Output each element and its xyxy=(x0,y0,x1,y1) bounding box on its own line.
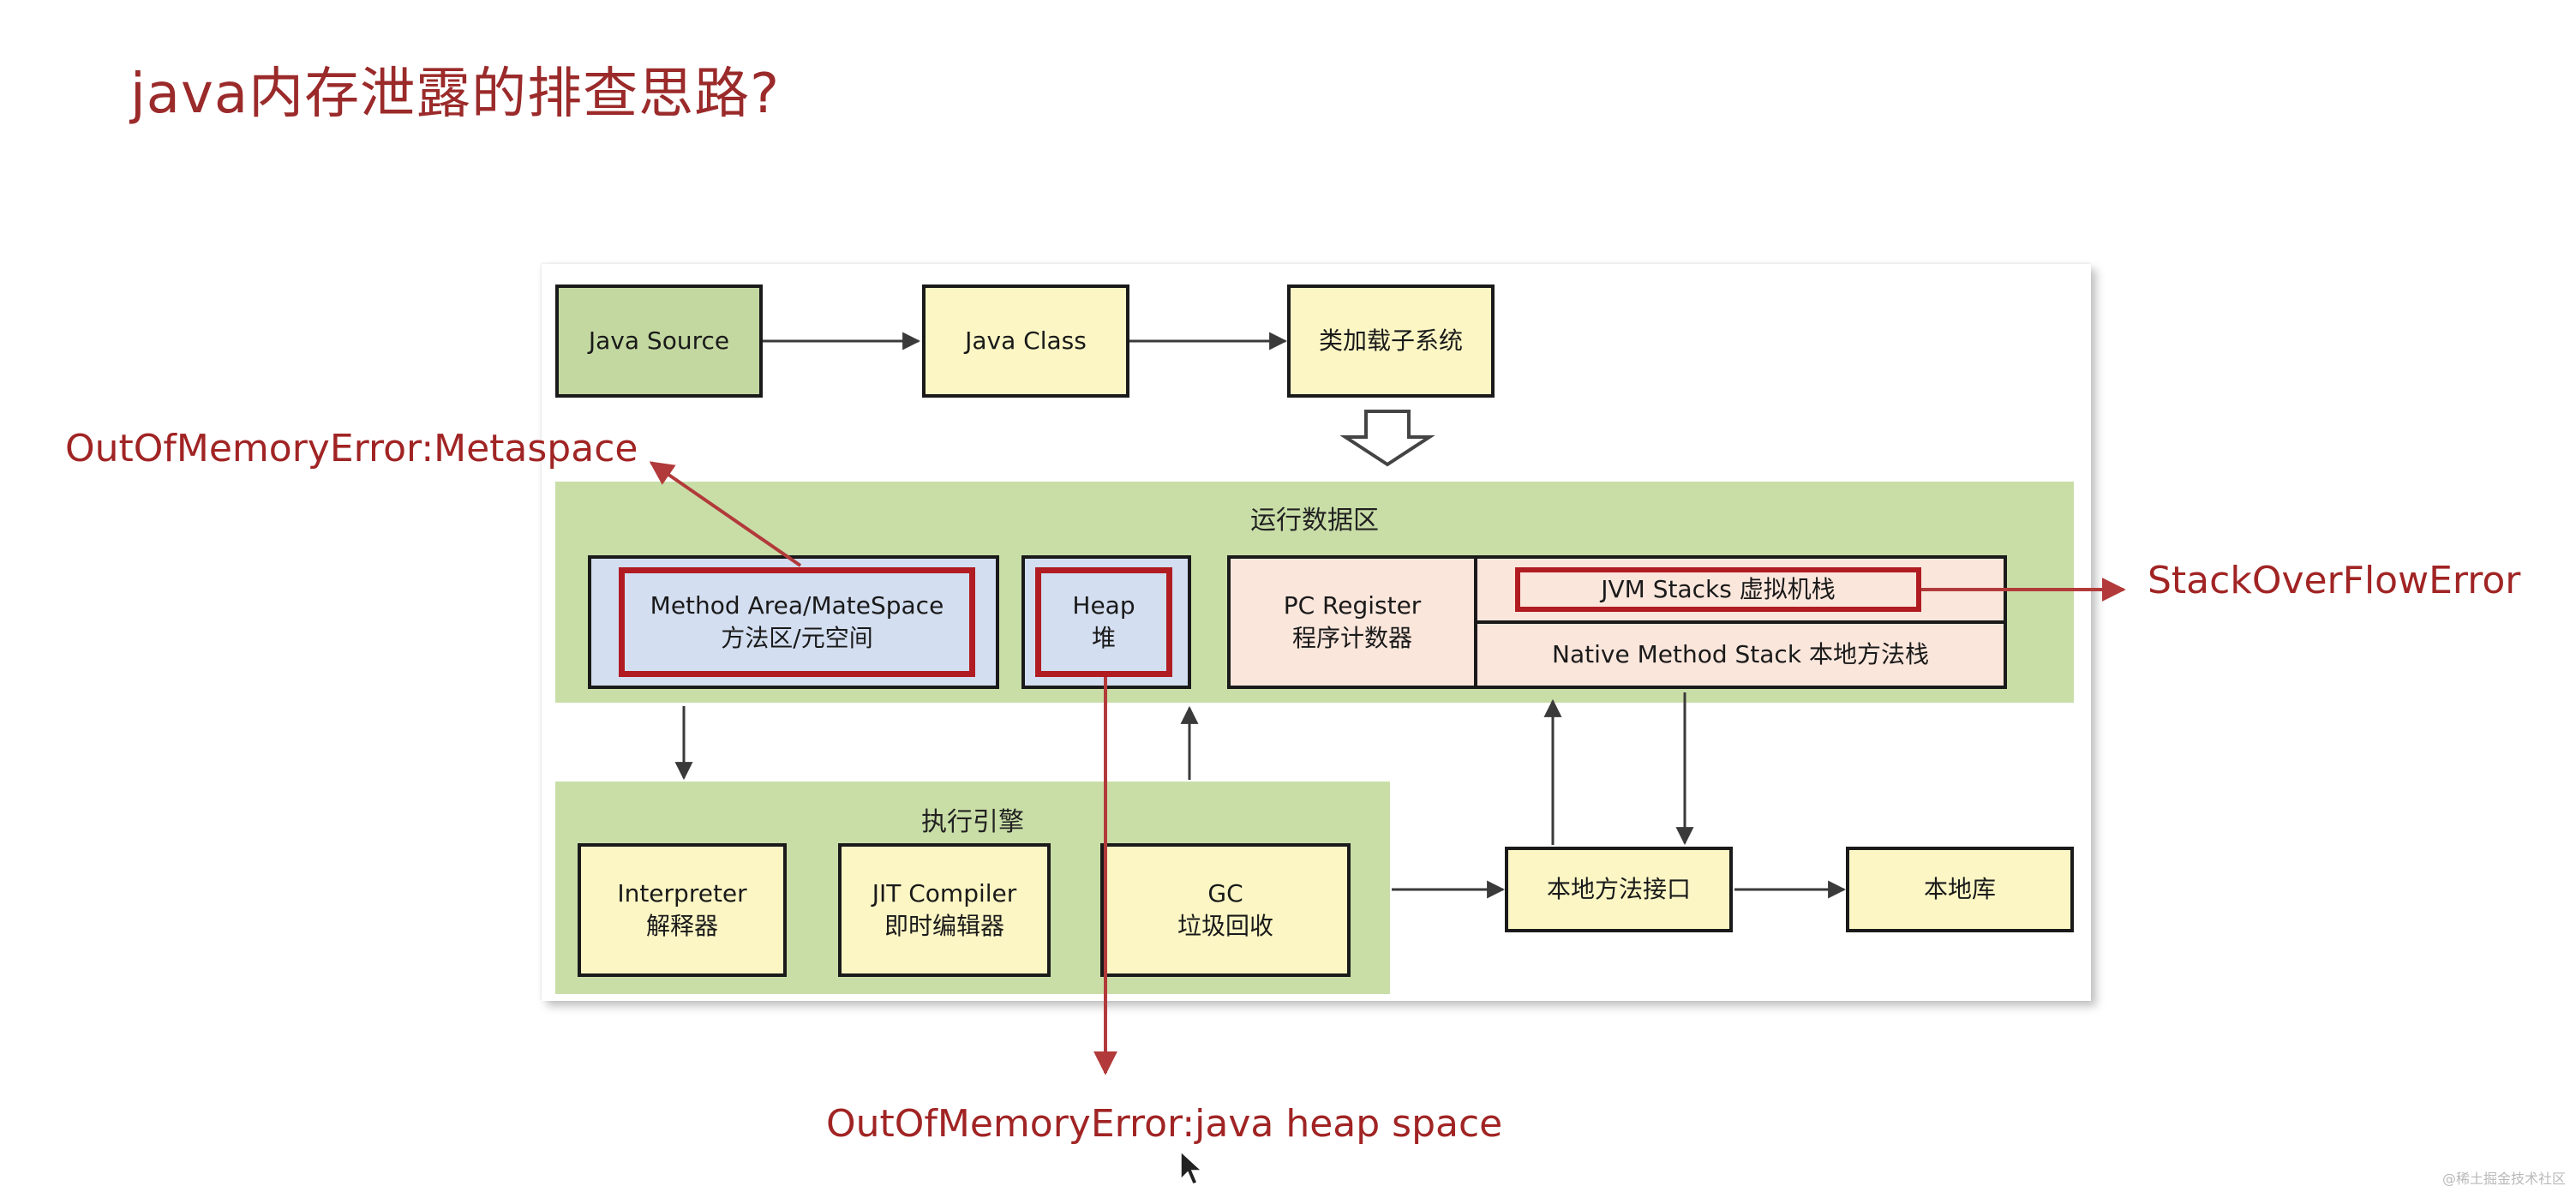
native-interface-box: 本地方法接口 xyxy=(1505,847,1733,932)
class-loader-label: 类加载子系统 xyxy=(1318,326,1463,355)
gc-label-en: GC xyxy=(1207,879,1243,907)
page-title: java内存泄露的排查思路? xyxy=(130,63,781,126)
heap-highlight: Heap 堆 xyxy=(1035,567,1172,677)
java-source-box: Java Source xyxy=(555,285,763,398)
heap-label-en: Heap xyxy=(1072,591,1135,620)
native-method-stack-box: Native Method Stack 本地方法栈 xyxy=(1474,620,2007,689)
stack-overflow-error-label: StackOverFlowError xyxy=(2148,559,2521,602)
jvm-stacks-highlight: JVM Stacks 虚拟机栈 xyxy=(1515,567,1921,612)
pc-register-label-cn: 程序计数器 xyxy=(1291,624,1412,652)
jvm-stacks-label: JVM Stacks 虚拟机栈 xyxy=(1601,575,1836,603)
class-loader-box: 类加载子系统 xyxy=(1287,285,1495,398)
runtime-data-area-title: 运行数据区 xyxy=(1250,506,1379,536)
method-area-label-cn: 方法区/元空间 xyxy=(721,624,873,652)
heap-space-error-label: OutOfMemoryError:java heap space xyxy=(826,1102,1503,1146)
gc-box: GC 垃圾回收 xyxy=(1100,843,1351,977)
native-interface-label: 本地方法接口 xyxy=(1546,875,1691,903)
jvm-diagram-panel: Java Source Java Class 类加载子系统 运行数据区 Meth… xyxy=(542,264,2091,1001)
method-area-box xyxy=(588,555,999,689)
method-area-label-en: Method Area/MateSpace xyxy=(650,591,944,620)
interpreter-box: Interpreter 解释器 xyxy=(578,843,787,977)
java-source-label: Java Source xyxy=(588,326,730,355)
pc-register-label-en: PC Register xyxy=(1283,591,1422,620)
execution-engine-title: 执行引擎 xyxy=(921,807,1024,837)
native-library-box: 本地库 xyxy=(1846,847,2074,932)
mouse-cursor-icon xyxy=(1180,1150,1203,1185)
watermark: @稀土掘金技术社区 xyxy=(2441,1171,2566,1187)
java-class-box: Java Class xyxy=(922,285,1129,398)
gc-label-cn: 垃圾回收 xyxy=(1177,912,1273,940)
jit-compiler-box: JIT Compiler 即时编辑器 xyxy=(838,843,1051,977)
interpreter-label-cn: 解释器 xyxy=(645,912,718,940)
java-class-label: Java Class xyxy=(965,326,1087,355)
pc-register-box: PC Register 程序计数器 xyxy=(1227,555,1477,689)
native-library-label: 本地库 xyxy=(1923,875,1996,903)
jit-compiler-label-en: JIT Compiler xyxy=(872,879,1017,907)
metaspace-error-label: OutOfMemoryError:Metaspace xyxy=(65,427,638,470)
jit-compiler-label-cn: 即时编辑器 xyxy=(884,912,1004,940)
arrow-metaspace-error xyxy=(649,461,802,567)
native-method-stack-label: Native Method Stack 本地方法栈 xyxy=(1552,640,1929,668)
method-area-highlight: Method Area/MateSpace 方法区/元空间 xyxy=(619,567,975,677)
interpreter-label-en: Interpreter xyxy=(617,879,747,907)
heap-label-cn: 堆 xyxy=(1091,624,1116,652)
loader-down-arrow xyxy=(1339,410,1435,467)
